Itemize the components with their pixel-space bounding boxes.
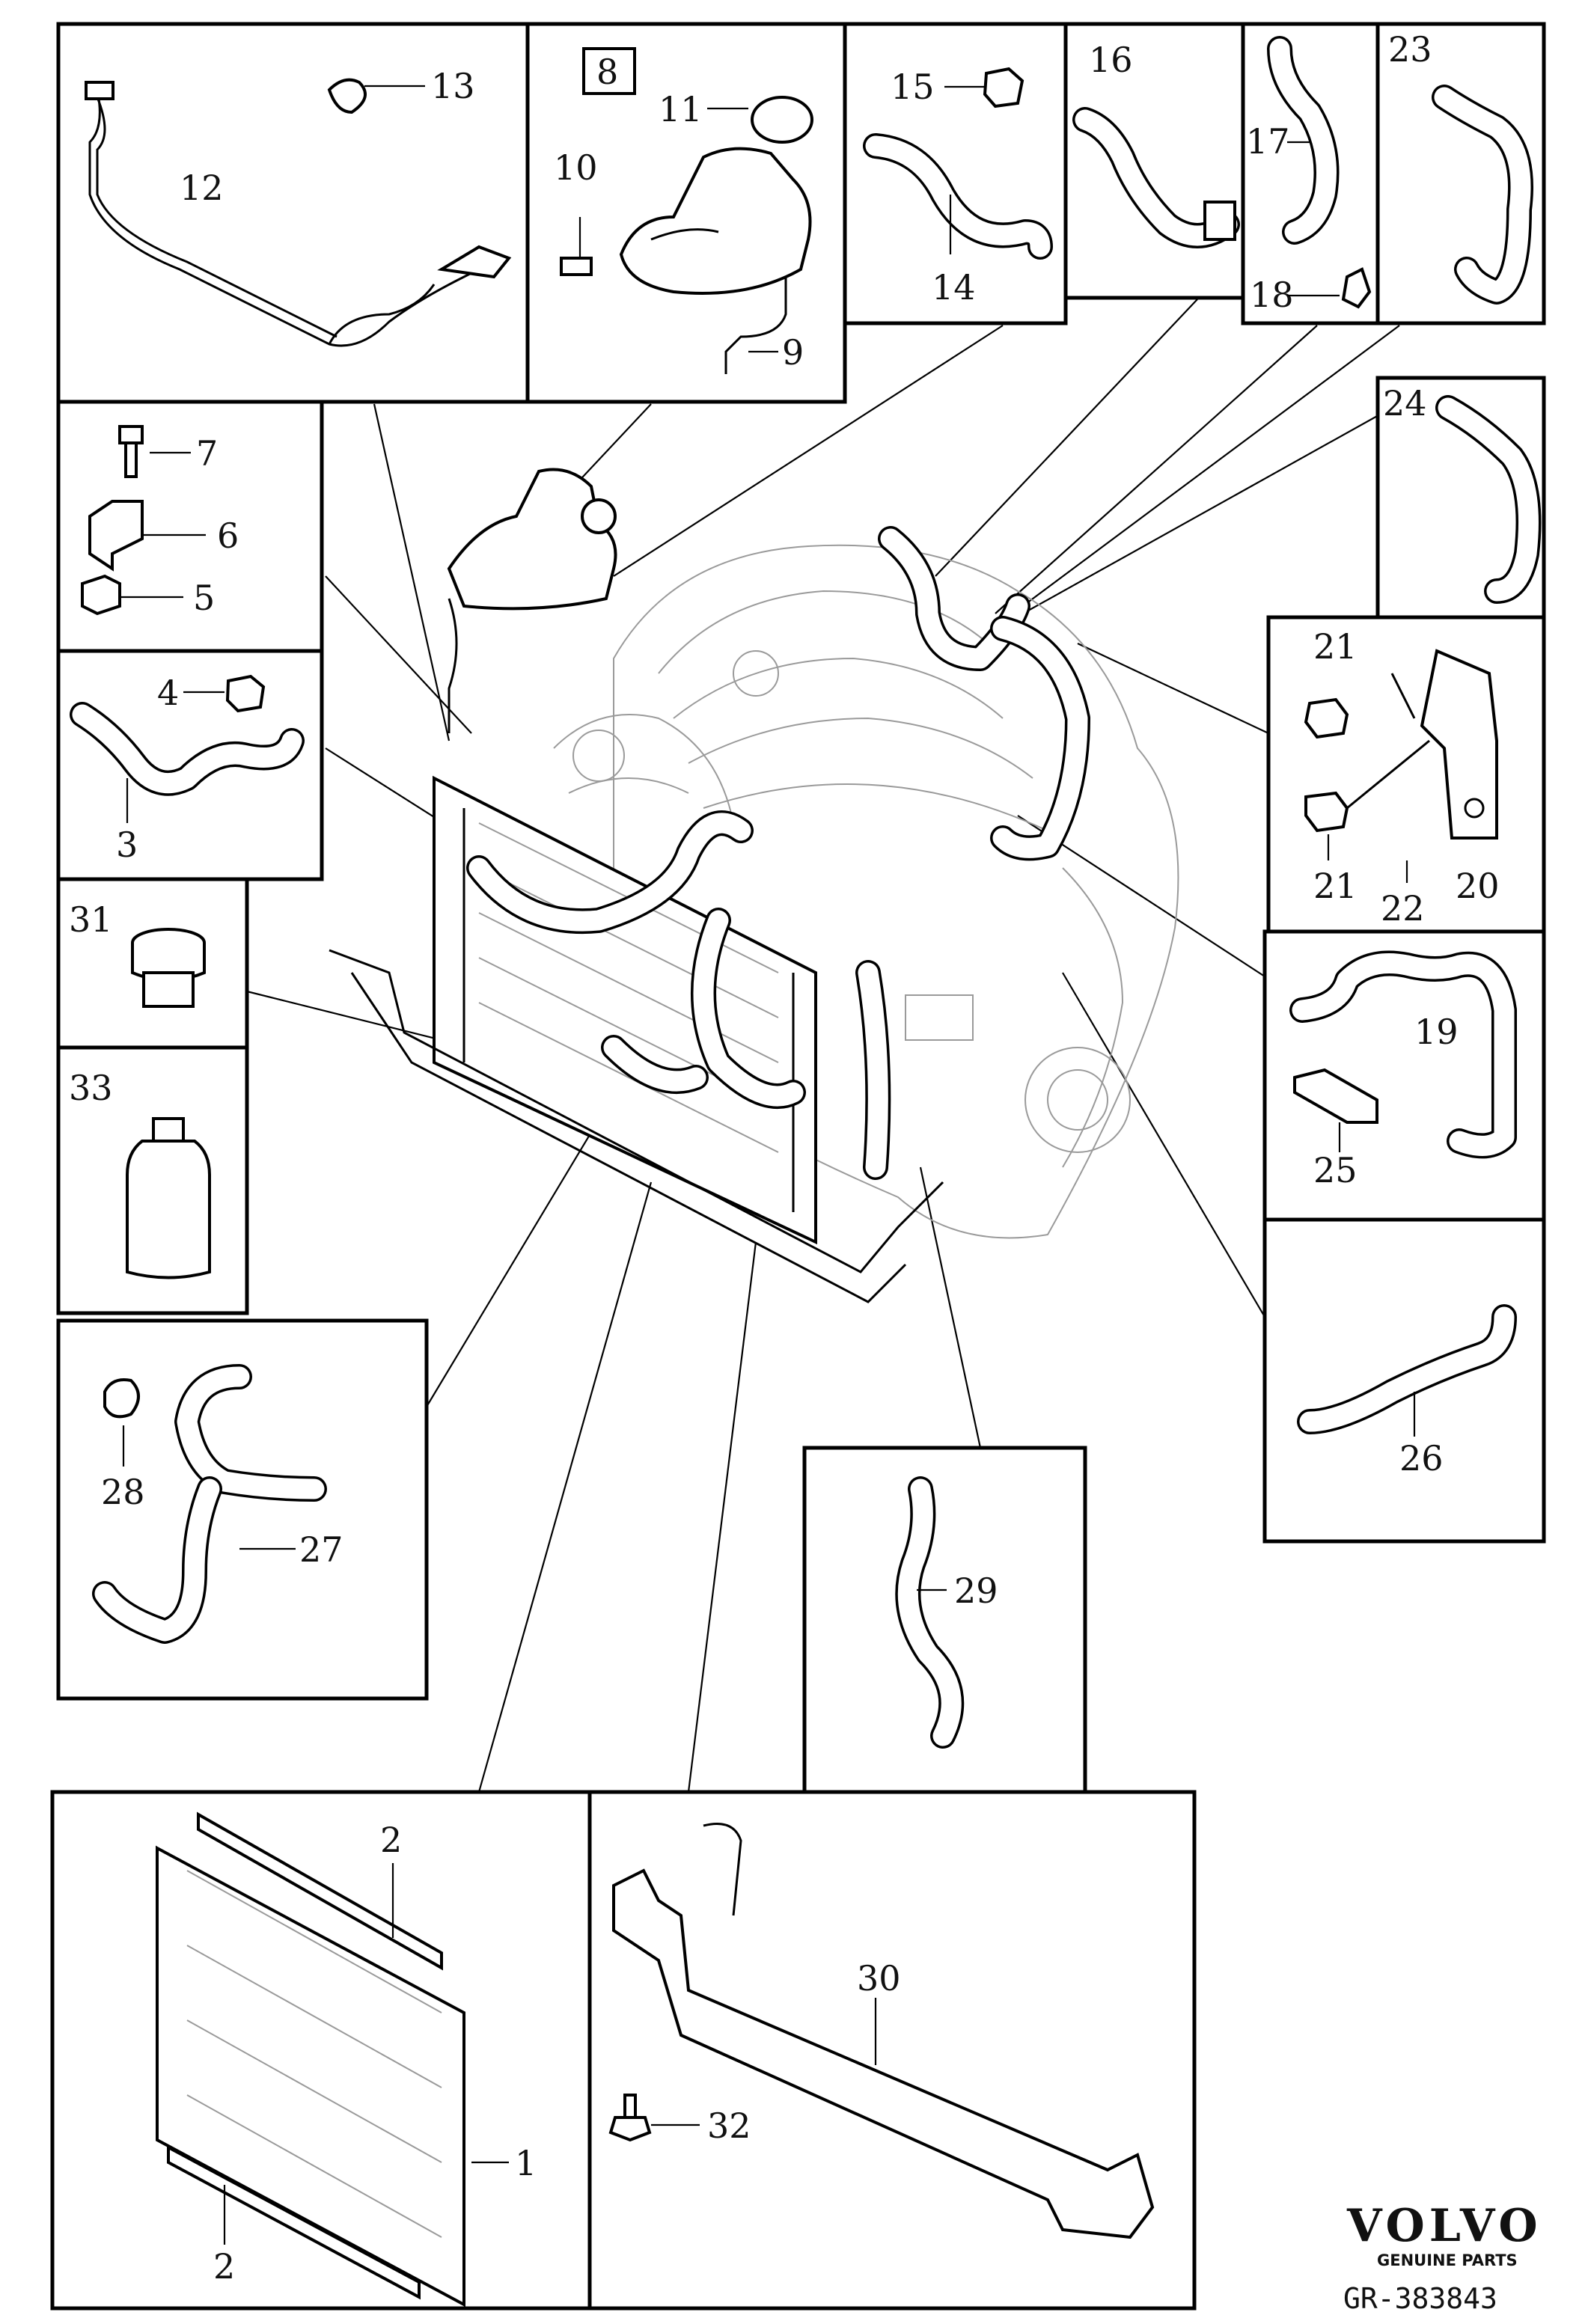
callout-1: 1	[515, 2143, 537, 2183]
callout-21-top: 21	[1313, 626, 1358, 667]
panel-hose-19: 19 25	[1262, 929, 1546, 1222]
callout-11: 11	[659, 89, 703, 129]
callout-21-bottom: 21	[1313, 866, 1358, 906]
callout-9: 9	[782, 332, 804, 373]
callout-8: 8	[596, 52, 618, 92]
volvo-logo: VOLVO GENUINE PARTS	[1346, 2200, 1542, 2269]
panel-hose-17: 17 18	[1241, 22, 1380, 325]
svg-text:GENUINE PARTS: GENUINE PARTS	[1377, 2251, 1518, 2269]
panel-bracket: 7 6 5	[56, 400, 324, 653]
callout-12: 12	[180, 168, 224, 208]
callout-16: 16	[1089, 40, 1133, 80]
callout-box-8	[582, 47, 636, 95]
panel-hose-29: 29	[802, 1446, 1087, 1794]
callout-13: 13	[431, 66, 475, 106]
panel-cap: 31	[56, 877, 249, 1050]
panel-hose-23: 23	[1375, 22, 1546, 325]
panel-radiator: 2 1 2	[50, 1790, 592, 2311]
panel-coolant-bottle: 33	[56, 1045, 249, 1315]
panel-clamp-bracket: 21 21 22 20	[1266, 615, 1546, 934]
callout-5: 5	[193, 578, 215, 618]
callout-17: 17	[1246, 121, 1290, 162]
callout-6: 6	[217, 516, 239, 556]
callout-15: 15	[891, 67, 935, 107]
callout-28: 28	[101, 1472, 145, 1512]
svg-text:VOLVO: VOLVO	[1346, 2200, 1542, 2252]
callout-10: 10	[554, 147, 598, 188]
panel-crossmember: 30 32	[587, 1790, 1197, 2311]
callout-32: 32	[707, 2106, 751, 2146]
callout-19: 19	[1414, 1012, 1459, 1052]
panel-hose-14: 15 14	[843, 22, 1068, 325]
panel-fuel-line: 12 13	[56, 22, 530, 404]
callout-31: 31	[69, 899, 113, 940]
callout-25: 25	[1313, 1150, 1358, 1190]
panel-hose-27: 28 27	[56, 1318, 429, 1701]
callout-7: 7	[196, 433, 218, 474]
callout-23: 23	[1388, 29, 1432, 70]
callout-2-top: 2	[380, 1820, 402, 1860]
panel-hose-16: 16	[1063, 22, 1245, 300]
callout-27: 27	[299, 1529, 343, 1570]
callout-29: 29	[954, 1571, 998, 1611]
callout-2-bottom: 2	[213, 2246, 235, 2287]
callout-14: 14	[932, 267, 976, 308]
panel-hose-3: 4 3	[56, 649, 324, 881]
panel-hose-24: 24	[1375, 376, 1546, 620]
callout-20: 20	[1456, 866, 1500, 906]
callout-33: 33	[69, 1068, 113, 1108]
panel-hose-26: 26	[1262, 1217, 1546, 1544]
callout-30: 30	[857, 1958, 901, 1999]
panel-expansion-tank: 8 11 10 9	[525, 22, 847, 404]
engine-assembly	[329, 468, 1179, 1303]
callout-26: 26	[1399, 1438, 1444, 1479]
reference-number: GR-383843	[1343, 2282, 1497, 2315]
callout-18: 18	[1250, 275, 1294, 315]
callout-3: 3	[116, 825, 138, 865]
callout-22: 22	[1381, 888, 1425, 929]
callout-4: 4	[157, 673, 179, 713]
callout-24: 24	[1383, 383, 1427, 423]
